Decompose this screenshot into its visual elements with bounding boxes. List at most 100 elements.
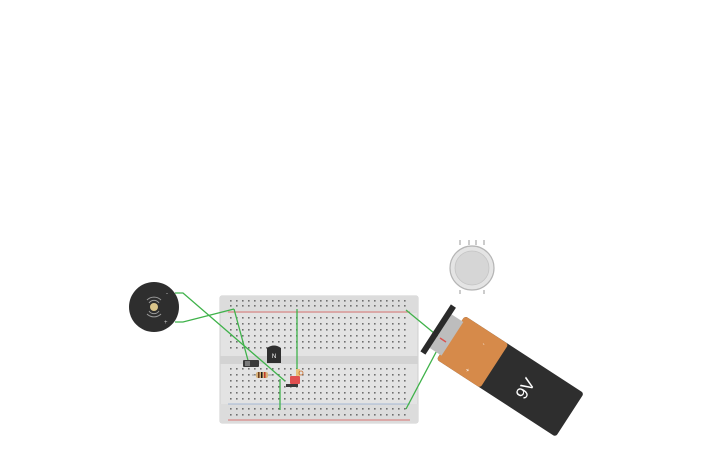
breadboard-hole — [344, 341, 346, 343]
breadboard-hole — [248, 329, 250, 331]
breadboard-hole — [344, 380, 346, 382]
breadboard-hole — [368, 380, 370, 382]
breadboard-hole — [254, 335, 256, 337]
breadboard-hole — [248, 347, 250, 349]
breadboard-hole — [374, 323, 376, 325]
breadboard-hole — [350, 317, 352, 319]
breadboard-hole — [368, 323, 370, 325]
breadboard-hole — [248, 414, 250, 416]
breadboard-hole — [350, 386, 352, 388]
breadboard-hole — [386, 335, 388, 337]
breadboard-hole — [404, 380, 406, 382]
breadboard-hole — [314, 300, 316, 302]
breadboard-hole — [380, 414, 382, 416]
breadboard-hole — [290, 368, 292, 370]
breadboard-hole — [386, 408, 388, 410]
breadboard-hole — [314, 408, 316, 410]
breadboard-hole — [302, 323, 304, 325]
gas-sensor[interactable] — [449, 240, 495, 294]
breadboard-hole — [398, 386, 400, 388]
breadboard-hole — [248, 374, 250, 376]
breadboard-hole — [398, 347, 400, 349]
breadboard-hole — [254, 398, 256, 400]
battery-9v[interactable]: - + 9V — [420, 304, 585, 438]
top-power-rail — [220, 296, 418, 313]
breadboard-hole — [320, 305, 322, 307]
breadboard-hole — [242, 398, 244, 400]
gas-sensor-mesh — [454, 250, 490, 286]
breadboard-hole — [356, 335, 358, 337]
breadboard-hole — [392, 408, 394, 410]
breadboard-hole — [230, 380, 232, 382]
breadboard-hole — [266, 300, 268, 302]
breadboard-hole — [236, 398, 238, 400]
breadboard-hole — [344, 300, 346, 302]
piezo-buzzer[interactable]: - + — [129, 282, 179, 332]
breadboard-hole — [284, 300, 286, 302]
resistor-band-1 — [258, 372, 260, 378]
breadboard-hole — [242, 335, 244, 337]
breadboard-hole — [374, 380, 376, 382]
breadboard-hole — [236, 380, 238, 382]
breadboard-hole — [278, 335, 280, 337]
slide-switch[interactable] — [243, 360, 259, 367]
breadboard-hole — [356, 392, 358, 394]
breadboard-hole — [374, 414, 376, 416]
sensor-module[interactable] — [286, 369, 304, 387]
sensor-base — [286, 384, 298, 387]
wire-rail-to-switch[interactable] — [233, 308, 250, 365]
npn-transistor[interactable]: N — [267, 345, 281, 364]
breadboard-hole — [248, 380, 250, 382]
breadboard-hole — [326, 347, 328, 349]
breadboard-hole — [320, 317, 322, 319]
breadboard-hole — [344, 317, 346, 319]
breadboard-hole — [350, 341, 352, 343]
breadboard-hole — [386, 374, 388, 376]
breadboard-hole — [314, 323, 316, 325]
wire-buzzer-to-rail[interactable] — [175, 308, 235, 323]
breadboard-hole — [272, 341, 274, 343]
breadboard-hole — [362, 300, 364, 302]
breadboard-hole — [368, 398, 370, 400]
breadboard-hole — [350, 380, 352, 382]
breadboard-hole — [248, 398, 250, 400]
resistor-band-2 — [261, 372, 263, 378]
wire-buzzer-to-transistor[interactable] — [175, 292, 286, 382]
breadboard-hole — [356, 300, 358, 302]
breadboard-hole — [368, 335, 370, 337]
breadboard-hole — [260, 414, 262, 416]
switch-toggle[interactable] — [245, 361, 250, 366]
breadboard-hole — [272, 386, 274, 388]
breadboard-hole — [302, 300, 304, 302]
breadboard-hole — [392, 305, 394, 307]
breadboard-hole — [242, 368, 244, 370]
breadboard-hole — [380, 380, 382, 382]
breadboard-hole — [236, 414, 238, 416]
breadboard-hole — [320, 392, 322, 394]
breadboard-hole — [266, 380, 268, 382]
resistor[interactable] — [252, 372, 272, 378]
breadboard-hole — [302, 335, 304, 337]
breadboard[interactable] — [219, 295, 419, 424]
breadboard-hole — [260, 341, 262, 343]
breadboard-hole — [290, 347, 292, 349]
breadboard-hole — [392, 414, 394, 416]
breadboard-hole — [308, 392, 310, 394]
breadboard-hole — [380, 300, 382, 302]
breadboard-hole — [230, 368, 232, 370]
breadboard-hole — [230, 329, 232, 331]
breadboard-hole — [284, 398, 286, 400]
breadboard-hole — [278, 386, 280, 388]
breadboard-hole — [248, 305, 250, 307]
breadboard-hole — [302, 398, 304, 400]
breadboard-hole — [296, 392, 298, 394]
breadboard-hole — [230, 398, 232, 400]
breadboard-hole — [236, 347, 238, 349]
breadboard-hole — [296, 414, 298, 416]
breadboard-hole — [314, 329, 316, 331]
breadboard-hole — [368, 368, 370, 370]
breadboard-hole — [350, 347, 352, 349]
breadboard-hole — [308, 305, 310, 307]
breadboard-hole — [362, 341, 364, 343]
